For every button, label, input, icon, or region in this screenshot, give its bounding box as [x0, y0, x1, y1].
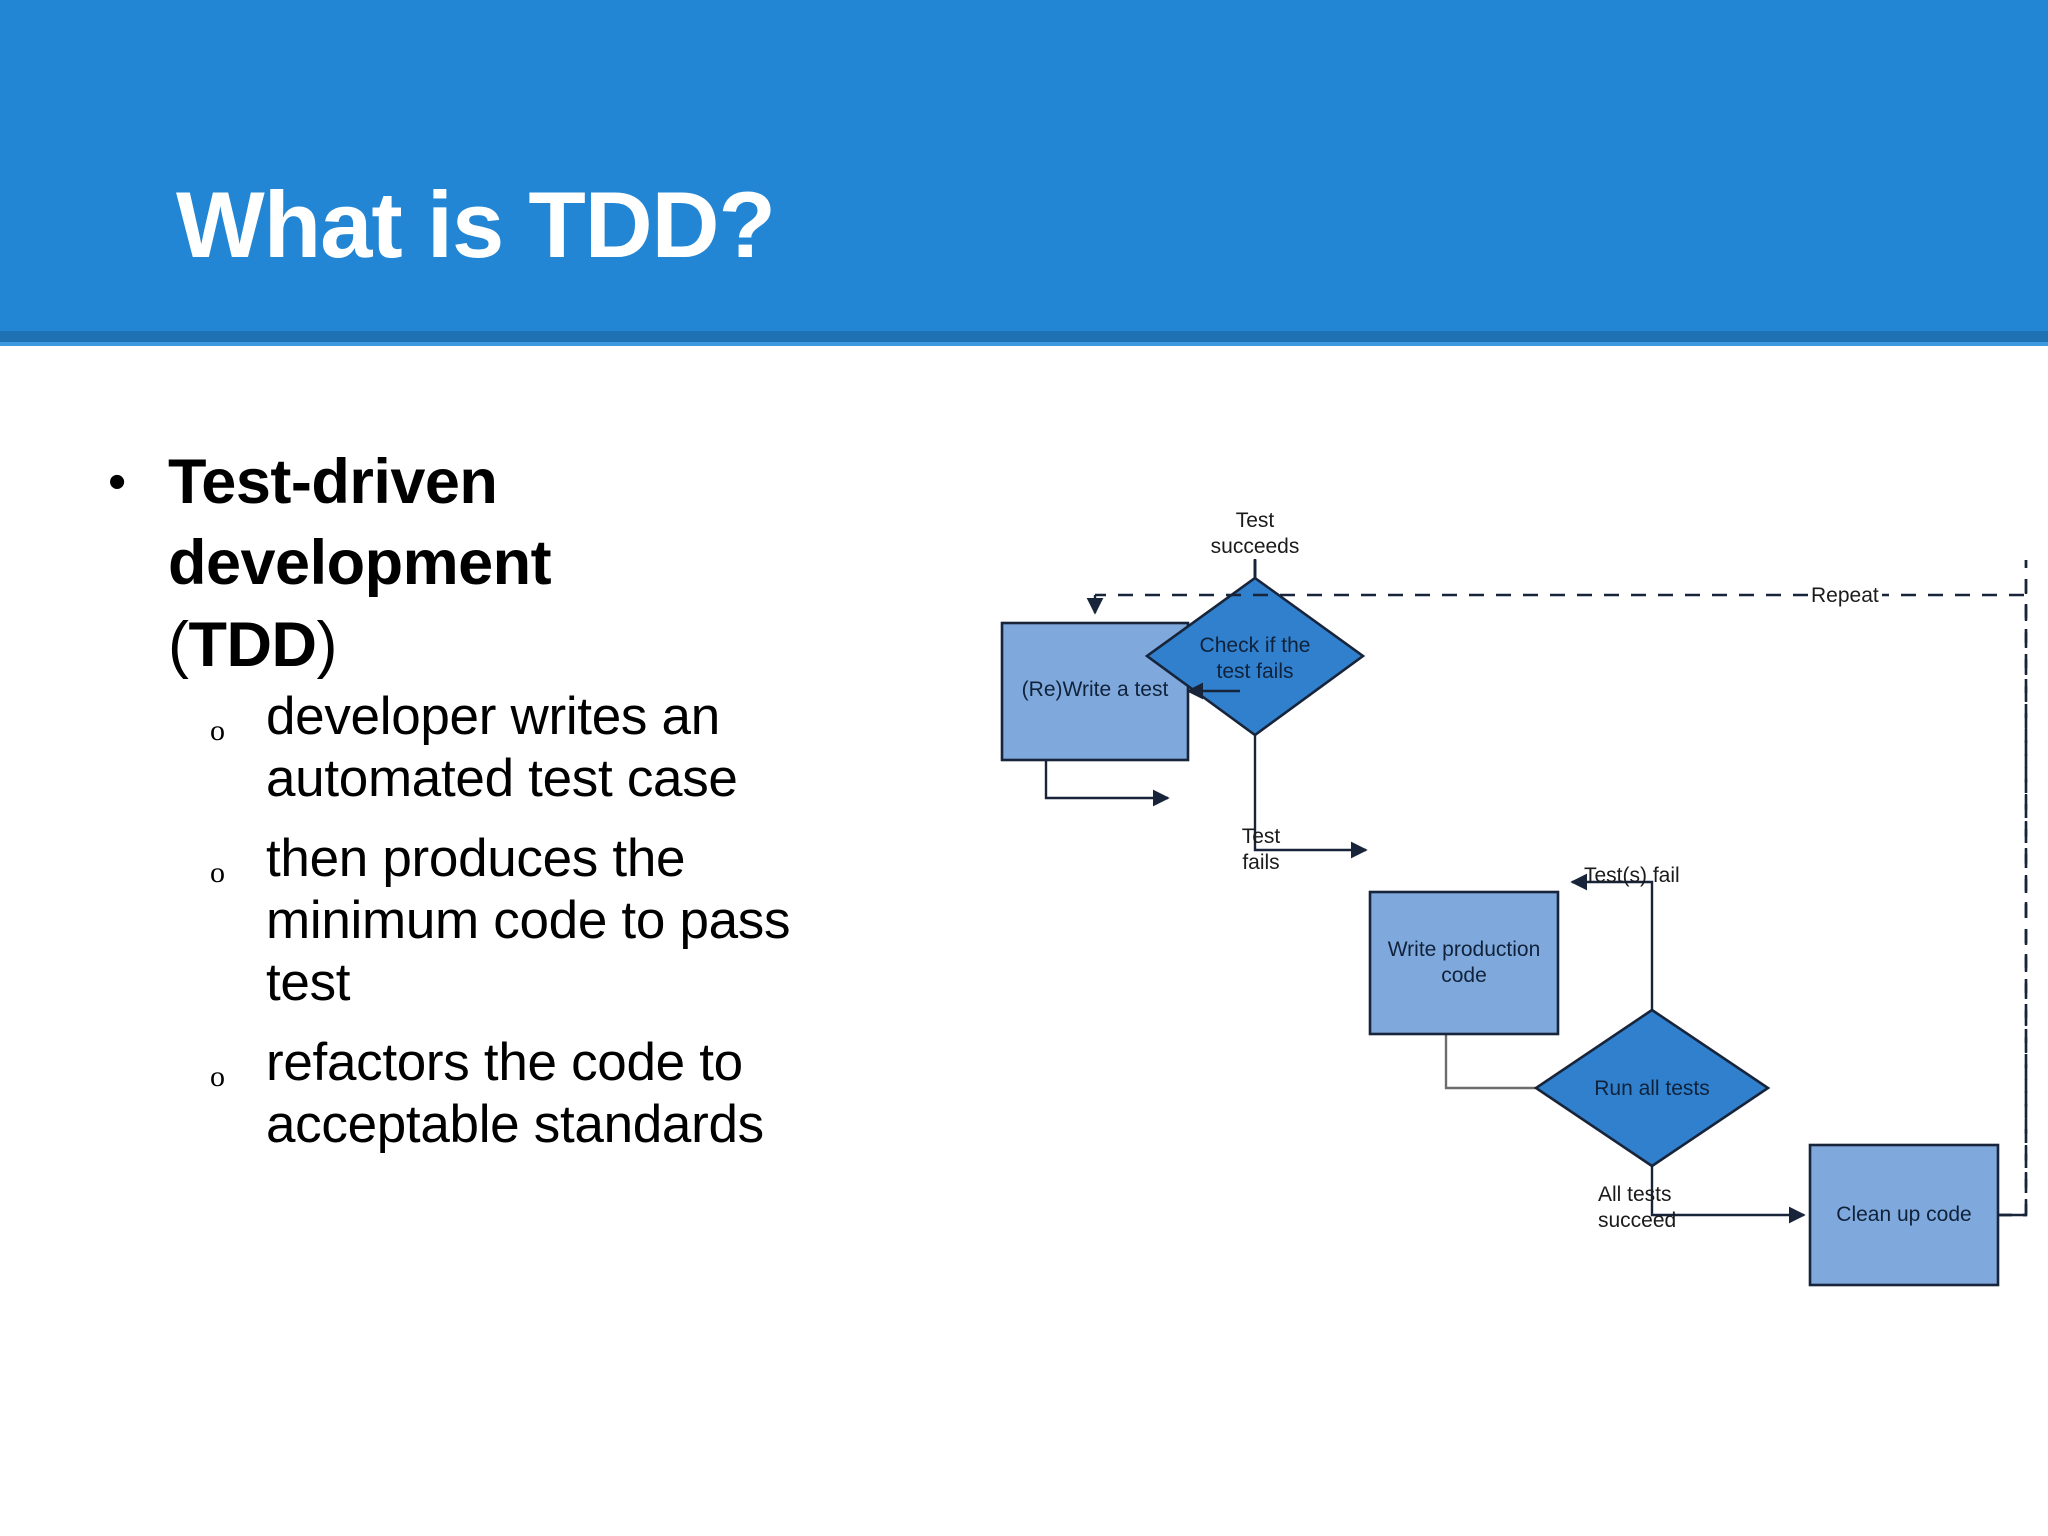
node-write-production-code-shape: [1368, 890, 1560, 1036]
bullet-primary-paren-close: ): [316, 609, 337, 680]
sub-bullet-item-1: o developer writes an automated test cas…: [210, 686, 930, 810]
sub-bullet-marker-icon: o: [210, 1060, 225, 1093]
edge-label-test-succeeds-line1: Test: [1235, 509, 1275, 532]
sub-bullet-label-2: then produces the minimum code to pass t…: [266, 829, 791, 1012]
edge-label-test-succeeds-line2: succeeds: [1210, 534, 1300, 558]
page-title: What is TDD?: [176, 172, 776, 277]
sub-bullet-list: o developer writes an automated test cas…: [210, 686, 930, 1174]
edge-write-production-to-run-tests: [1444, 1034, 1568, 1097]
bullet-primary-main-text: Test-driven development: [168, 447, 552, 599]
header-stripe-light: [0, 342, 2048, 346]
node-run-all-tests-shape: [1533, 1008, 1771, 1168]
sub-bullet-label-1: developer writes an automated test case: [266, 687, 738, 808]
node-rewrite-test-shape: [1000, 621, 1190, 762]
flowchart-succeeds-svg: [1186, 560, 1257, 700]
node-check-test-fails-shape: [1144, 576, 1366, 737]
edge-run-tests-to-write-production: [1570, 873, 1654, 1010]
slide-header-band: [0, 0, 2048, 331]
bullet-primary-acronym: TDD: [188, 609, 317, 680]
sub-bullet-item-3: o refactors the code to acceptable stand…: [210, 1032, 930, 1156]
edge-rewrite-to-check: [1044, 760, 1170, 807]
edge-label-test-succeeds: Test succeeds: [1205, 508, 1305, 559]
bullet-item-primary: • Test-driven development (TDD): [108, 442, 868, 686]
edge-check-to-write-production: [1253, 735, 1368, 859]
edge-run-tests-to-cleanup: [1650, 1166, 1806, 1224]
bullet-marker-icon: •: [108, 453, 127, 511]
header-stripe-dark: [0, 331, 2048, 342]
sub-bullet-marker-icon: o: [210, 714, 225, 747]
tdd-flowchart-diagram: (Re)Write a test Check if the test fails…: [980, 509, 2048, 1360]
slide-body-text: • Test-driven development (TDD) o develo…: [0, 346, 1000, 1536]
node-clean-up-code-shape: [1808, 1143, 2000, 1287]
sub-bullet-item-2: o then produces the minimum code to pass…: [210, 828, 930, 1014]
edge-label-repeat: Repeat: [1808, 584, 1882, 608]
sub-bullet-marker-icon: o: [210, 856, 225, 889]
bullet-item-primary-label: Test-driven development (TDD): [168, 442, 728, 686]
sub-bullet-label-3: refactors the code to acceptable standar…: [266, 1033, 764, 1154]
flowchart-svg: [1000, 560, 2028, 1287]
bullet-primary-paren-open: (: [168, 609, 189, 680]
